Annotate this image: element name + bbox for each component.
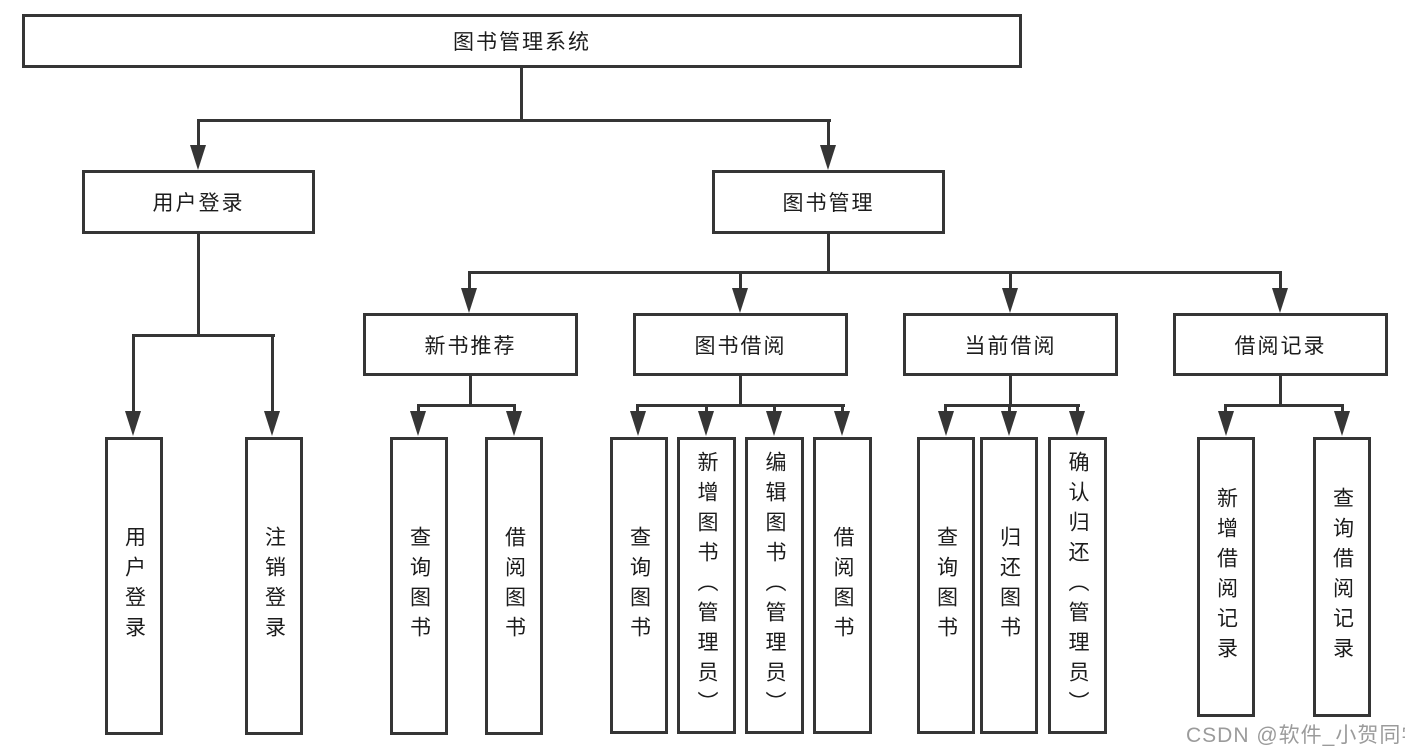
connector-line [773,404,776,414]
connector-line [1076,404,1079,414]
node-book-borrowing-label: 图书借阅 [694,334,787,358]
leaf-current-confirm-return-admin-label: 确认归还（管理员） [1066,450,1090,721]
arrow-down-icon [766,411,782,436]
connector-line [636,404,845,407]
connector-line [636,404,639,414]
arrow-down-icon [820,145,836,170]
connector-line [1279,271,1282,291]
node-book-borrowing: 图书借阅 [633,313,848,376]
arrow-down-icon [698,411,714,436]
leaf-logout: 注销登录 [245,437,303,735]
leaf-borrowing-edit-books-admin-label: 编辑图书（管理员） [763,450,787,721]
leaf-borrowing-edit-books-admin: 编辑图书（管理员） [745,437,804,734]
leaf-borrowing-borrow-books-label: 借阅图书 [831,525,855,646]
connector-line [468,271,471,291]
connector-line [827,119,830,149]
node-new-book-recommend: 新书推荐 [363,313,578,376]
arrow-down-icon [834,411,850,436]
leaf-borrowing-add-books-admin-label: 新增图书（管理员） [695,450,719,721]
connector-line [1009,271,1012,291]
leaf-records-add-record-label: 新增借阅记录 [1214,487,1238,667]
node-current-borrowing: 当前借阅 [903,313,1118,376]
node-root-label: 图书管理系统 [453,31,591,54]
arrow-down-icon [1272,288,1288,313]
connector-line [739,271,742,291]
arrow-down-icon [1001,411,1017,436]
arrow-down-icon [1002,288,1018,313]
node-current-borrowing-label: 当前借阅 [964,334,1057,358]
leaf-borrowing-query-books: 查询图书 [610,437,668,734]
connector-line [520,68,523,121]
node-new-book-recommend-label: 新书推荐 [424,334,517,358]
node-book-management-label: 图书管理 [782,192,875,215]
connector-line [468,271,1282,274]
arrow-down-icon [630,411,646,436]
arrow-down-icon [1218,411,1234,436]
leaf-borrowing-add-books-admin: 新增图书（管理员） [677,437,736,734]
arrow-down-icon [410,411,426,436]
leaf-current-return-books-label: 归还图书 [997,525,1021,646]
connector-line [1008,404,1011,414]
connector-line [1279,376,1282,407]
connector-line [1224,404,1227,414]
leaf-recommend-borrow-books: 借阅图书 [485,437,543,735]
leaf-records-query-record-label: 查询借阅记录 [1330,487,1354,667]
node-user-login-label: 用户登录 [152,192,245,215]
connector-line [417,404,420,414]
connector-line [739,376,742,407]
leaf-current-query-books-label: 查询图书 [934,525,958,646]
csdn-watermark: CSDN @软件_小贺同学 [1186,724,1405,747]
connector-line [417,404,516,407]
connector-line [132,334,135,414]
leaf-recommend-borrow-books-label: 借阅图书 [502,526,526,646]
arrow-down-icon [264,411,280,436]
arrow-down-icon [190,145,206,170]
node-user-login: 用户登录 [82,170,315,234]
connector-line [271,334,274,414]
leaf-borrowing-query-books-label: 查询图书 [627,525,651,646]
connector-line [197,234,200,337]
connector-line [197,119,831,122]
leaf-records-query-record: 查询借阅记录 [1313,437,1371,717]
node-root-library-system: 图书管理系统 [22,14,1022,68]
node-borrowing-records: 借阅记录 [1173,313,1388,376]
leaf-current-query-books: 查询图书 [917,437,975,734]
arrow-down-icon [506,411,522,436]
connector-line [197,119,200,149]
connector-line [705,404,708,414]
leaf-current-confirm-return-admin: 确认归还（管理员） [1048,437,1107,734]
leaf-current-return-books: 归还图书 [980,437,1038,734]
leaf-recommend-query-books-label: 查询图书 [407,526,431,646]
connector-line [1224,404,1344,407]
arrow-down-icon [1334,411,1350,436]
leaf-recommend-query-books: 查询图书 [390,437,448,735]
connector-line [132,334,275,337]
node-book-management: 图书管理 [712,170,945,234]
arrow-down-icon [938,411,954,436]
connector-line [827,234,830,274]
arrow-down-icon [1069,411,1085,436]
leaf-records-add-record: 新增借阅记录 [1197,437,1255,717]
connector-line [944,404,947,414]
arrow-down-icon [732,288,748,313]
connector-line [1009,376,1012,407]
leaf-user-login-label: 用户登录 [122,526,146,646]
leaf-logout-label: 注销登录 [262,526,286,646]
connector-line [1341,404,1344,414]
node-borrowing-records-label: 借阅记录 [1234,334,1327,358]
leaf-borrowing-borrow-books: 借阅图书 [813,437,872,734]
connector-line [469,376,472,407]
connector-line [841,404,844,414]
arrow-down-icon [125,411,141,436]
leaf-user-login: 用户登录 [105,437,163,735]
arrow-down-icon [461,288,477,313]
connector-line [513,404,516,414]
connector-line [944,404,1080,407]
